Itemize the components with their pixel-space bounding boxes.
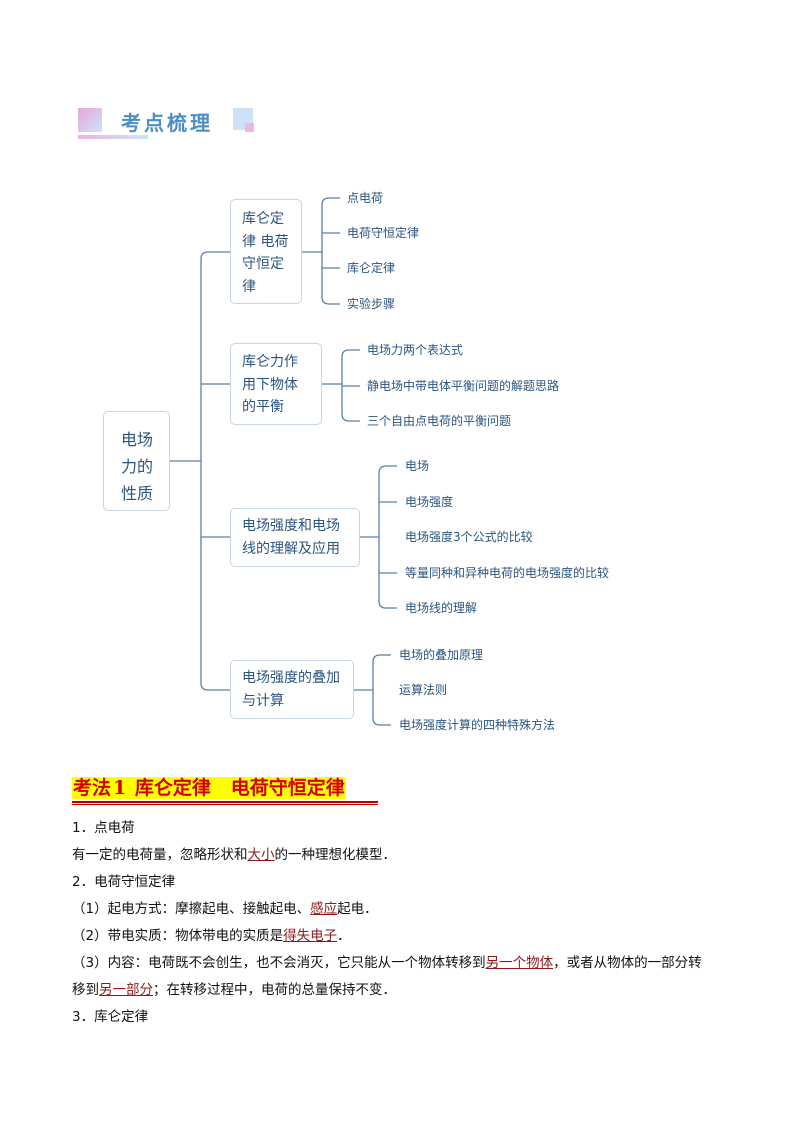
mindmap-leaf: 库仑定律	[347, 261, 396, 275]
mind-map: 电场 力的 性质 库仑定 律 电荷 守恒定 律 点电荷 电荷守恒定律 库仑定律 …	[103, 191, 610, 732]
text: ．	[337, 928, 351, 944]
node-label: 的平衡	[242, 399, 284, 415]
node-label: 律	[242, 278, 256, 295]
mindmap-leaf: 电场强度计算的四种特殊方法	[399, 718, 556, 732]
mindmap-leaf: 实验步骤	[347, 297, 396, 311]
text: 移到	[72, 982, 99, 998]
node-label: 库仑力作	[242, 354, 298, 370]
mindmap-branch-coulomb-equilibrium: 库仑力作 用下物体 的平衡	[230, 343, 322, 425]
text: 起电．	[337, 901, 378, 917]
mindmap-leaf: 电场的叠加原理	[399, 648, 484, 662]
node-label: 守恒定	[242, 256, 284, 272]
section-badge: 考点梳理	[78, 105, 258, 145]
node-label: 电场	[121, 430, 154, 449]
heading-number: 1	[112, 777, 128, 799]
paragraph-conservation-content-cont: 移到另一部分；在转移过程中，电荷的总量保持不变．	[72, 981, 396, 999]
subheading-charge-conservation: 2．电荷守恒定律	[72, 874, 176, 890]
node-label: 库仑定	[242, 211, 284, 227]
mindmap-leaf: 运算法则	[399, 683, 448, 697]
paragraph-electrification-methods: （1）起电方式：摩擦起电、接触起电、感应起电．	[72, 900, 378, 918]
paragraph-point-charge: 有一定的电荷量，忽略形状和大小的一种理想化模型．	[72, 846, 396, 864]
mindmap-leaf: 三个自由点电荷的平衡问题	[367, 414, 512, 428]
mind-map-connectors	[170, 197, 397, 726]
heading-rule	[72, 801, 378, 803]
decorative-square-icon	[245, 123, 254, 132]
decorative-underline	[78, 135, 148, 139]
paragraph-electrification-essence: （2）带电实质：物体带电的实质是得失电子．	[72, 927, 351, 945]
heading-title: 库仑定律 电荷守恒定律	[127, 777, 346, 799]
node-label: 律 电荷	[242, 233, 289, 250]
text: （2）带电实质：物体带电的实质是	[72, 928, 284, 944]
text: （1）起电方式：摩擦起电、接触起电、	[72, 901, 311, 917]
node-label: 线的理解及应用	[242, 540, 340, 557]
node-label: 用下物体	[242, 376, 298, 393]
heading-rule	[72, 804, 378, 805]
mindmap-root-node: 电场 力的 性质	[103, 411, 170, 511]
node-label: 性质	[121, 484, 154, 503]
heading-prefix: 考法	[72, 777, 113, 799]
mindmap-leaf: 静电场中带电体平衡问题的解题思路	[367, 379, 560, 393]
text: 有一定的电荷量，忽略形状和	[72, 847, 248, 863]
underlined-keyword: 另一部分	[99, 982, 153, 998]
text: （3）内容：电荷既不会创生，也不会消灭，它只能从一个物体转移到	[72, 955, 486, 971]
underlined-keyword: 另一个物体	[485, 955, 554, 971]
underlined-keyword: 得失电子	[283, 928, 338, 944]
mindmap-leaf: 电场	[405, 459, 430, 473]
mindmap-leaf: 电荷守恒定律	[347, 226, 420, 240]
subheading-point-charge: 1．点电荷	[72, 820, 135, 836]
text: ；在转移过程中，电荷的总量保持不变．	[153, 982, 396, 998]
underlined-keyword: 大小	[247, 847, 275, 863]
mindmap-leaf: 电场力两个表达式	[367, 343, 464, 357]
decorative-square-icon	[78, 108, 102, 132]
underlined-keyword: 感应	[310, 901, 338, 917]
mindmap-leaf: 点电荷	[347, 191, 384, 205]
paragraph-conservation-content: （3）内容：电荷既不会创生，也不会消灭，它只能从一个物体转移到另一个物体，或者从…	[72, 954, 702, 972]
mindmap-leaf: 电场强度3个公式的比较	[405, 530, 533, 544]
node-label: 力的	[121, 457, 154, 476]
subheading-coulomb-law: 3．库仑定律	[72, 1009, 149, 1025]
node-label: 电场强度和电场	[242, 518, 340, 534]
text: 的一种理想化模型．	[274, 847, 397, 863]
mindmap-leaf: 电场强度	[405, 495, 454, 509]
node-label: 与计算	[242, 692, 284, 709]
node-label: 电场强度的叠加	[242, 670, 340, 686]
section-title: 考点梳理	[121, 111, 213, 135]
mindmap-branch-coulomb-charge-conservation: 库仑定 律 电荷 守恒定 律	[230, 199, 302, 304]
mindmap-branch-field-superposition: 电场强度的叠加 与计算	[230, 660, 354, 719]
mindmap-branch-field-strength-lines: 电场强度和电场 线的理解及应用	[230, 508, 360, 567]
text: ，或者从物体的一部分转	[553, 955, 702, 971]
mindmap-leaf: 电场线的理解	[405, 601, 478, 615]
mindmap-leaf: 等量同种和异种电荷的电场强度的比较	[405, 566, 610, 580]
